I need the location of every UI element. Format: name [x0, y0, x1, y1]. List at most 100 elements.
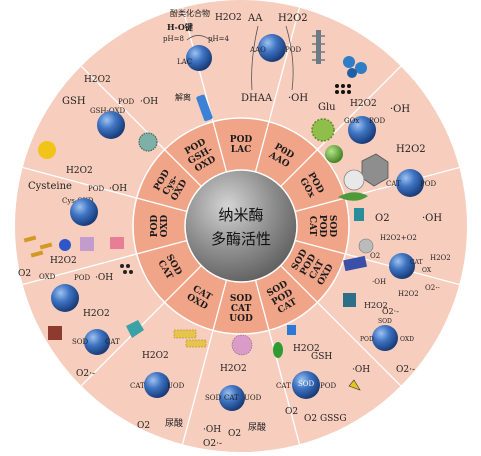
prism-icon: [343, 293, 356, 307]
reaction-arrow: [251, 25, 259, 91]
enzyme-activity-label: SOD: [327, 215, 337, 237]
gsh-label: GSH: [62, 96, 86, 107]
h2o2-label: H2O2: [83, 309, 110, 319]
nanozyme-bead: [144, 372, 170, 398]
o2-radical-label: O2·-: [203, 439, 222, 449]
h2o2-label: H2O2: [364, 301, 388, 310]
h2o2-label: H2O2: [430, 254, 451, 262]
sector-divider: [280, 65, 402, 187]
h2o2-label: H2O2: [50, 256, 77, 266]
sector-gox: Glu H2O2 ·OH GOx POD: [311, 56, 410, 163]
o2-radical-label: O2·-: [382, 307, 399, 316]
h2o2-label: H2O2: [278, 13, 308, 24]
cyan-crystal-icon: [126, 320, 144, 338]
o2-label: O2·-: [396, 365, 415, 375]
center-subtitle: 多酶活性: [211, 230, 271, 248]
h2o2-label: H2O2: [293, 344, 320, 354]
pod-label: POD: [369, 117, 385, 125]
oxd-label: GSH-OXD: [90, 107, 125, 115]
sod-label: SOD: [205, 394, 222, 402]
cluster-icon: [231, 334, 253, 356]
oh-label: ·OH: [422, 213, 442, 224]
pod-label: POD: [118, 98, 134, 106]
o2-label: O2: [137, 421, 150, 431]
enzyme-activity-label: POD: [150, 215, 160, 238]
oh-label: ·OH: [95, 273, 113, 283]
sector-divider: [22, 166, 188, 213]
oh-label: ·OH: [109, 184, 127, 194]
gsh-label: GSH: [311, 352, 332, 362]
reaction-arrow: [186, 35, 214, 43]
ox-label: OX: [422, 267, 432, 274]
reaction-arrow: [285, 25, 294, 91]
inner-ring-border: [132, 117, 350, 335]
dotted-particles-icon: [173, 329, 207, 348]
sector-lac: 酚类化合物 H2O2 H-O键 pH=8 pH=4 LAC 解离: [163, 8, 242, 122]
sector-dividers: [22, 7, 460, 445]
pod-label: POD: [285, 46, 301, 54]
bead-chain-icon: [120, 264, 133, 274]
sector-divider: [294, 239, 460, 286]
nanozyme-bead: [219, 385, 245, 411]
sod-label: SOD: [378, 318, 392, 325]
sector-10: H2O2 SOD CAT O2·-: [48, 309, 144, 379]
h2o2-label: H2O2: [220, 364, 247, 374]
sector-divider: [254, 279, 301, 445]
sector-12: H2O2 Cysteine POD Cys-OXD ·OH: [28, 141, 127, 226]
glu-label: Glu: [318, 102, 336, 113]
pod-label: POD: [360, 336, 374, 343]
enzyme-activity-label: POD: [317, 215, 327, 238]
dna-icon: [80, 237, 94, 251]
cat-label: CAT: [224, 394, 239, 402]
sector-7: H2O2 GSH CAT SOD POD O2 O2 GSSG: [273, 325, 347, 424]
blue-sheet-icon: [343, 255, 368, 272]
o2-label: O2: [228, 429, 241, 439]
sector-divider: [181, 7, 228, 173]
pod-label: POD: [74, 274, 90, 282]
oh-label: ·OH: [288, 93, 308, 104]
h2o2-label: H2O2: [84, 75, 111, 85]
nanozyme-bead: [348, 116, 376, 144]
sector-aao: AA H2O2 AAO POD DHAA ·OH: [241, 13, 325, 104]
sector-13: H2O2 GSH POD GSH-OXD ·OH: [62, 75, 158, 152]
urea-label: 尿酸: [248, 422, 266, 433]
h2o2-o2-label: H2O2+O2: [380, 234, 417, 242]
center-disk: [184, 169, 298, 283]
enzyme-activity-label: CAT: [231, 304, 252, 314]
o2-label: O2: [375, 213, 390, 224]
cat-label: CAT: [386, 180, 401, 188]
green-sphere-icon: [325, 145, 343, 163]
blue-ball-icon: [59, 239, 71, 251]
sector-11: H2O2 O2 OXD POD ·OH: [18, 235, 133, 312]
cat-label: CAT: [410, 259, 423, 266]
release-label: 解离: [175, 92, 191, 102]
enzyme-activity-label: SOD: [230, 294, 252, 304]
sod-label: SOD: [298, 380, 315, 388]
enzyme-activity-label: OXD: [160, 215, 170, 238]
sector-divider: [294, 166, 460, 213]
pod-label: POD: [320, 382, 336, 390]
nanozyme-bead: [258, 34, 286, 62]
nanozyme-bead: [70, 198, 98, 226]
sector-divider: [181, 279, 228, 445]
cube-icon: [287, 325, 296, 335]
particle-cluster-icon: [343, 56, 367, 78]
cat-label: CAT: [130, 382, 145, 390]
o2-label: O2: [370, 252, 380, 260]
bond-label: H-O键: [167, 22, 193, 32]
sector-6: O2·- POD SOD OXD H2O2 ·OH O2·-: [348, 301, 415, 391]
spiky-particle-icon: [138, 132, 158, 152]
o2-label: O2: [285, 407, 298, 417]
dhaa-label: DHAA: [241, 93, 273, 104]
yellow-particle-icon: [38, 141, 56, 159]
dot-grid-icon: [335, 84, 351, 94]
uod-label: UOD: [167, 382, 185, 390]
enzyme-activity-label: POD: [230, 135, 253, 145]
sheet-icon: [338, 192, 368, 201]
